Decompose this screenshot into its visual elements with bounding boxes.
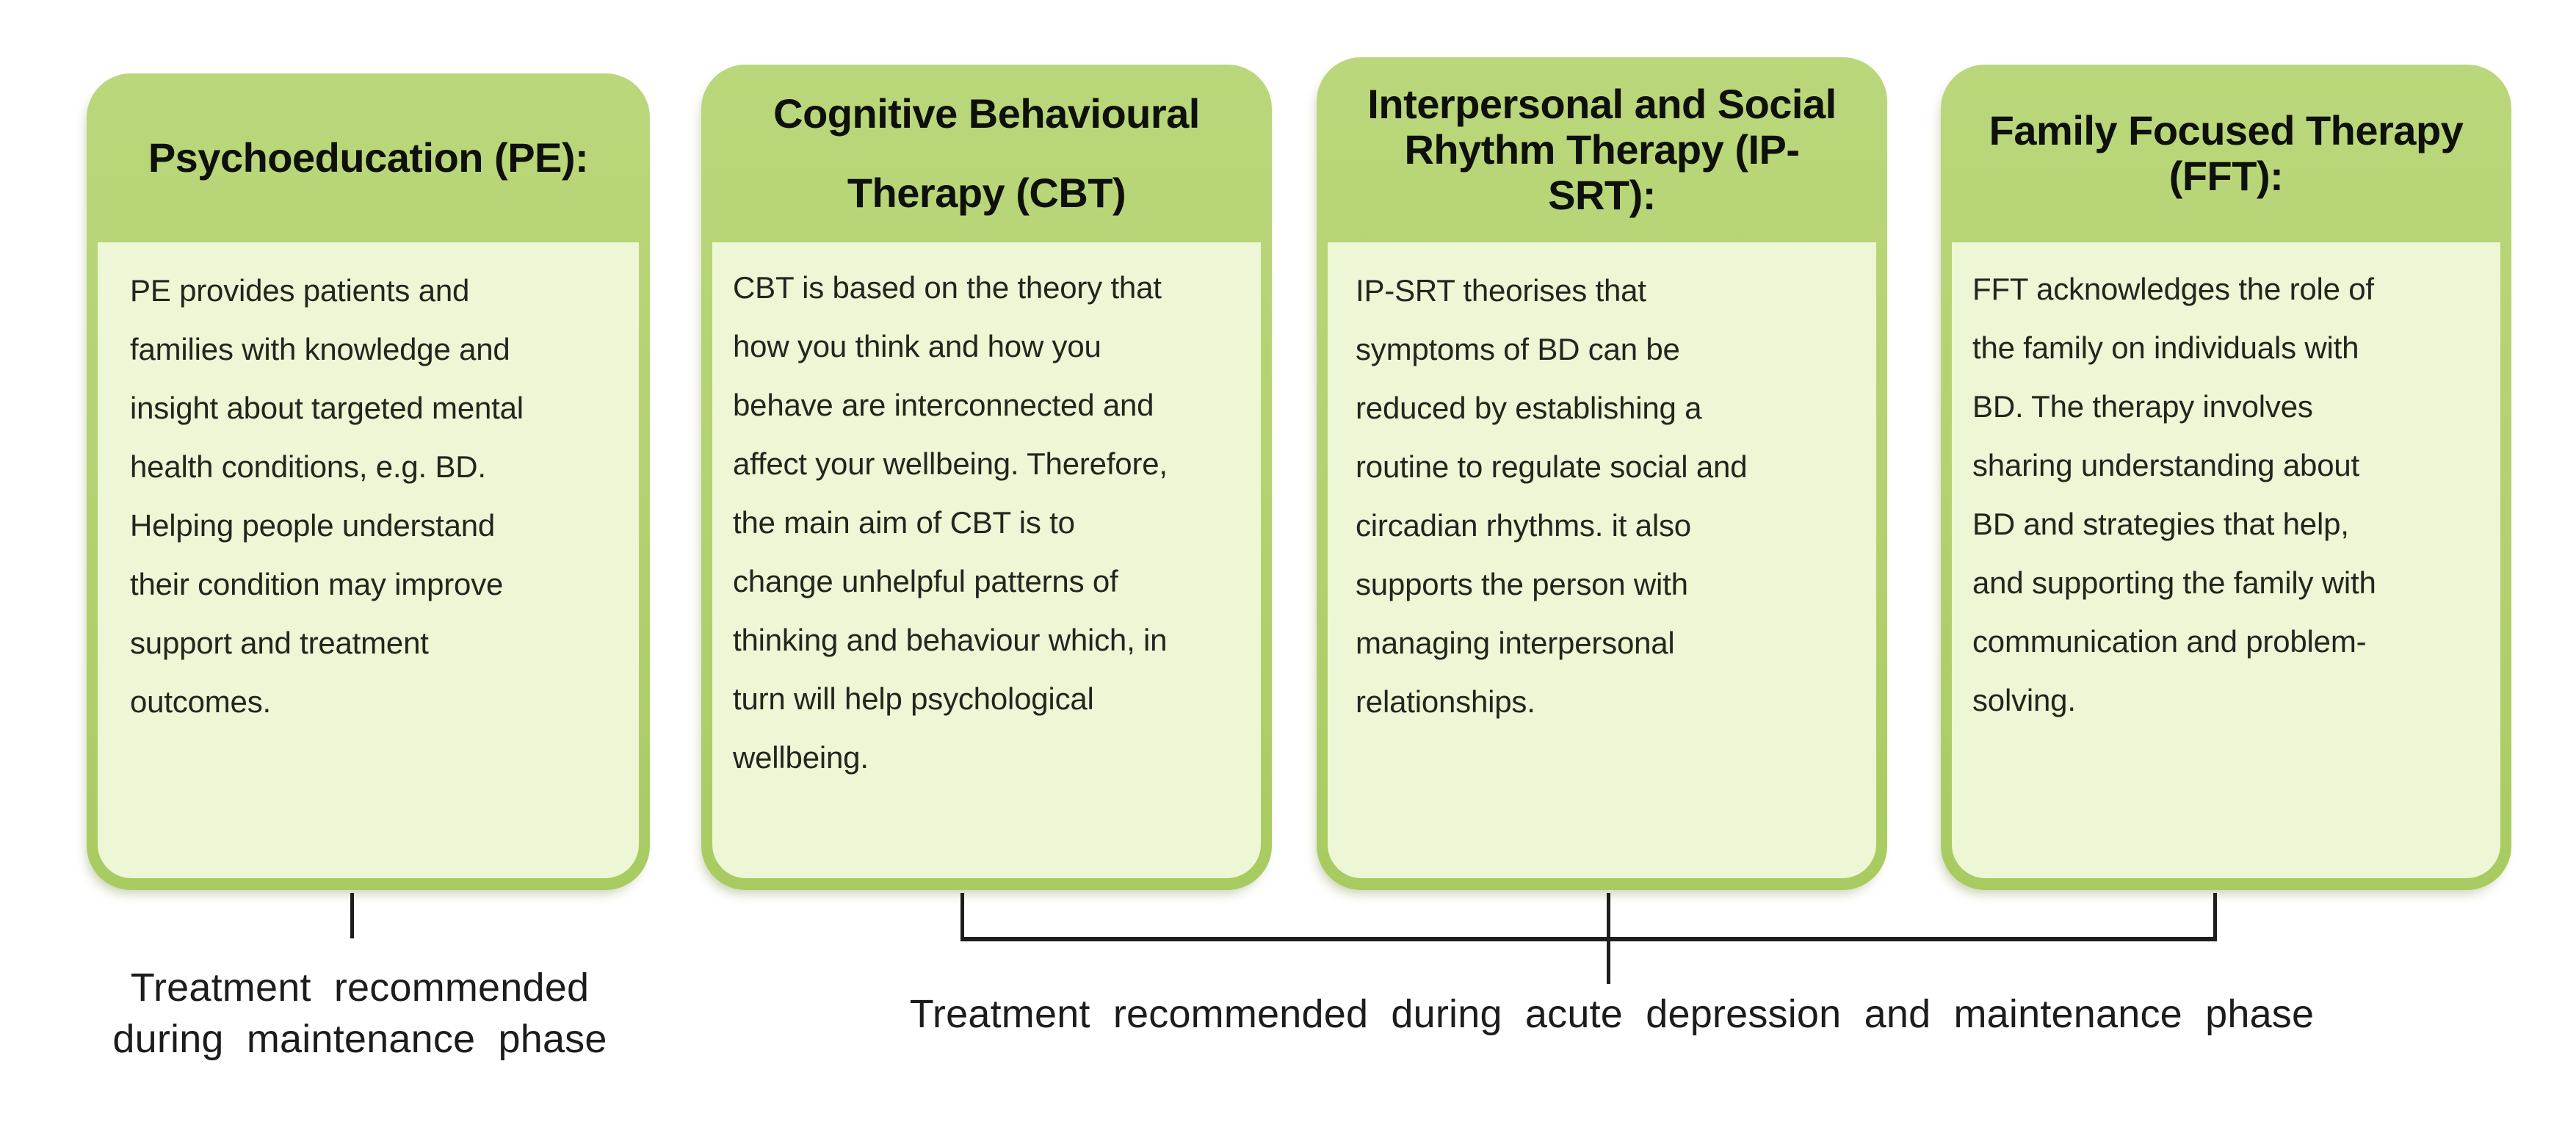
connector-bracket-stem xyxy=(1607,941,1610,984)
card-fft-title: Family Focused Therapy (FFT): xyxy=(1989,107,2464,199)
card-cbt-title: Cognitive Behavioural Therapy (CBT) xyxy=(773,90,1200,216)
card-psychoeducation-title: Psychoeducation (PE): xyxy=(148,134,589,181)
connector-tick-pe xyxy=(350,893,354,938)
note-acute-depression-phase: Treatment recommended during acute depre… xyxy=(909,992,2315,1036)
note-maintenance-phase: Treatment recommended during maintenance… xyxy=(112,966,607,1061)
card-ipsrt: Interpersonal and Social Rhythm Therapy … xyxy=(1317,57,1887,890)
card-psychoeducation-text: PE provides patients and families with k… xyxy=(130,273,524,719)
card-fft-text: FFT acknowledges the role of the family … xyxy=(1972,272,2376,717)
card-cbt-text: CBT is based on the theory that how you … xyxy=(733,270,1168,775)
card-ipsrt-title: Interpersonal and Social Rhythm Therapy … xyxy=(1367,81,1837,218)
card-fft: Family Focused Therapy (FFT): FFT acknow… xyxy=(1941,65,2511,890)
connector-stub-ipsrt xyxy=(1607,893,1610,940)
card-fft-header: Family Focused Therapy (FFT): xyxy=(1941,65,2511,242)
connector-stub-cbt xyxy=(960,893,964,940)
card-psychoeducation: Psychoeducation (PE): PE provides patien… xyxy=(87,73,650,890)
connector-stub-fft xyxy=(2213,893,2217,940)
card-cbt: Cognitive Behavioural Therapy (CBT) CBT … xyxy=(701,65,1272,890)
card-ipsrt-text: IP-SRT theorises that symptoms of BD can… xyxy=(1356,273,1748,719)
card-psychoeducation-header: Psychoeducation (PE): xyxy=(87,73,650,242)
connector-bracket-bar xyxy=(960,937,2217,941)
card-cbt-header: Cognitive Behavioural Therapy (CBT) xyxy=(701,65,1272,242)
card-ipsrt-body: IP-SRT theorises that symptoms of BD can… xyxy=(1328,242,1876,878)
card-psychoeducation-body: PE provides patients and families with k… xyxy=(98,242,639,878)
card-ipsrt-header: Interpersonal and Social Rhythm Therapy … xyxy=(1317,57,1887,242)
card-cbt-body: CBT is based on the theory that how you … xyxy=(712,242,1261,878)
card-fft-body: FFT acknowledges the role of the family … xyxy=(1952,242,2500,878)
